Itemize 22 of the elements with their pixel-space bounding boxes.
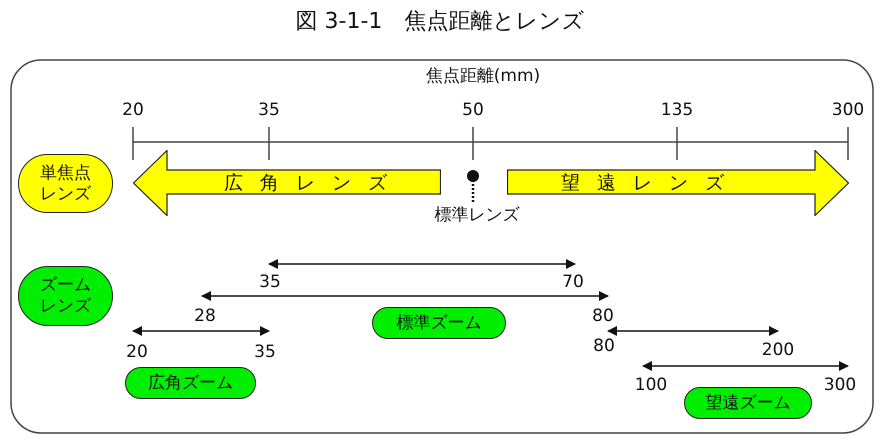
range-value: 35 <box>259 272 281 292</box>
tick-label: 300 <box>832 100 864 120</box>
tick-label: 135 <box>660 100 694 120</box>
range-value: 100 <box>634 375 668 395</box>
range-value: 20 <box>126 342 148 362</box>
lens-type-pill: ズームレンズ <box>18 266 113 326</box>
zoom-type-pill: 広角ズーム <box>125 367 256 399</box>
range-value: 300 <box>824 375 856 395</box>
range-value: 28 <box>194 306 216 326</box>
title: 図 3-1-1 焦点距離とレンズ <box>296 9 584 35</box>
range-value: 80 <box>592 306 614 326</box>
axis-title: 焦点距離(mm) <box>426 66 540 86</box>
zoom-type-pill: 標準ズーム <box>372 307 506 339</box>
lens-type-pill: 単焦点レンズ <box>18 154 113 213</box>
tick-label: 35 <box>258 100 280 120</box>
tick-label: 50 <box>462 100 484 120</box>
range-value: 70 <box>562 272 584 292</box>
tick-label: 20 <box>122 100 144 120</box>
range-value: 200 <box>762 340 794 360</box>
zoom-type-pill: 望遠ズーム <box>684 387 812 419</box>
range-value: 35 <box>254 342 276 362</box>
range-value: 80 <box>593 336 615 356</box>
